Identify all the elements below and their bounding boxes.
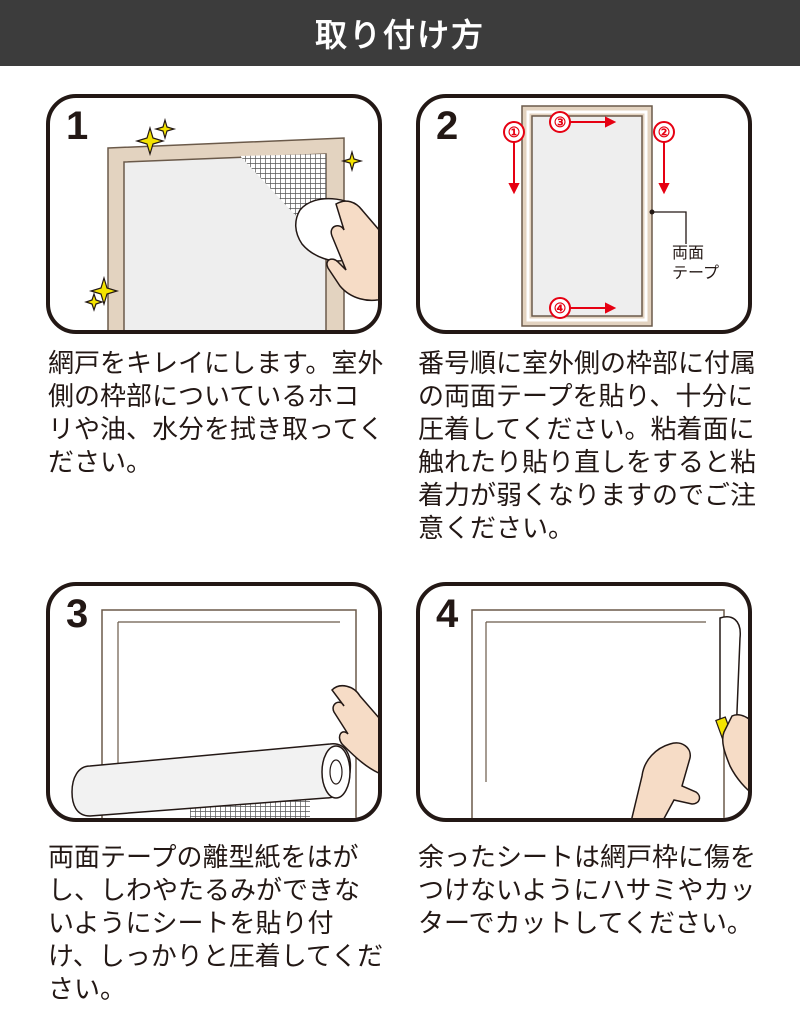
step-marker-icon: ① ② ③ ④ [503,111,675,319]
step-1-description: 網戸をキレイにします。室外側の枠部についているホコリや油、水分を拭き取ってくださ… [48,349,384,478]
step-4-number: 4 [436,592,459,636]
step-1-number: 1 [66,104,89,148]
marker-2: ② [658,124,671,140]
window-glass [531,115,643,317]
hand-shape [721,714,748,791]
page-title: 取り付け方 [314,16,485,54]
step-1-illustration [84,117,378,330]
step-2-number: 2 [436,104,459,148]
step-3-panel: 3 [46,582,382,822]
step-3-number: 3 [66,592,89,636]
step-4-panel: 4 [416,582,752,822]
double-sided-tape [526,110,648,322]
marker-3: ③ [554,114,567,130]
page-header: 取り付け方 [0,0,800,66]
marker-4: ④ [554,300,567,316]
tape-label-line1: 両面 [672,243,704,262]
sheet-roll [71,743,352,817]
tape-label-line2: テープ [672,263,719,282]
step-4-description: 余ったシートは網戸枠に傷をつけないようにハサミやカッターでカットしてください。 [418,843,757,939]
step-3-description: 両面テープの離型紙をはがし、しわやたるみができないようにシートを貼り付け、しっか… [48,843,384,1005]
sparkle-icon [84,117,364,312]
marker-1: ① [508,124,521,140]
step-2-description: 番号順に室外側の枠部に付属の両面テープを貼り、十分に圧着してください。粘着面に触… [418,349,757,544]
hand-shape [331,685,378,774]
step-2-illustration: ① ② ③ ④ 両面 テープ [503,105,719,327]
arrow-icon [508,116,670,314]
step-2-panel: 2 ① ② ③ ④ 両面 テープ [416,94,752,334]
step-4-illustration [471,609,748,818]
hand-shape-left [631,742,701,818]
step-3-illustration [71,609,378,818]
hand-shape [326,200,378,302]
step-1-panel: 1 [46,94,382,334]
